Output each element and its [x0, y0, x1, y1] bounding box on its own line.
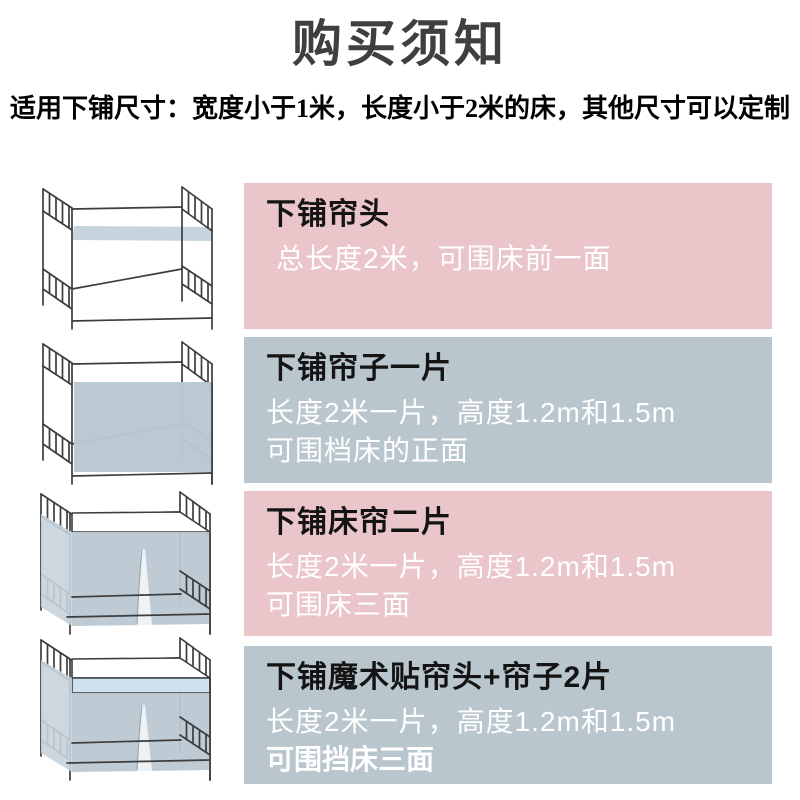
- bunk-bed-frame-icon: [42, 186, 213, 330]
- page-subtitle: 适用下铺尺寸：宽度小于1米，长度小于2米的床，其他尺寸可以定制: [9, 94, 790, 123]
- info-panel-two-piece: 下铺床帘二片 长度2米一片，高度1.2m和1.5m 可围床三面: [244, 491, 772, 636]
- panel-line: 总长度2米，可围床前一面: [276, 243, 612, 274]
- panel-line: 可围档床的正面: [266, 435, 470, 466]
- page-title: 购买须知: [292, 16, 508, 72]
- panel-title: 下铺帘头: [266, 198, 390, 231]
- info-panel-velcro-set: 下铺魔术贴帘头+帘子2片 长度2米一片，高度1.2m和1.5m 可围挡床三面: [244, 646, 772, 784]
- panel-line: 长度2米一片，高度1.2m和1.5m: [266, 706, 677, 737]
- info-panel-valance: 下铺帘头 总长度2米，可围床前一面: [244, 183, 772, 329]
- bunk-bed-three-side-curtain-icon: [40, 491, 211, 635]
- bed-frame-lines: [42, 186, 213, 330]
- upper-bunk-band: [72, 226, 212, 241]
- bunk-bed-front-curtain-icon: [42, 341, 213, 485]
- panel-line: 可围床三面: [266, 589, 412, 620]
- info-panel-one-piece: 下铺帘子一片 长度2米一片，高度1.2m和1.5m 可围档床的正面: [244, 337, 772, 483]
- upper-bunk-top: [71, 657, 211, 679]
- panel-line: 长度2米一片，高度1.2m和1.5m: [266, 397, 677, 428]
- bunk-bed-valance-curtain-icon: [40, 637, 211, 781]
- panel-line: 可围挡床三面: [266, 744, 435, 775]
- front-curtain-panel: [74, 382, 212, 472]
- rails-over-curtain: [66, 531, 211, 635]
- upper-bunk-top: [71, 511, 211, 533]
- panel-line: 长度2米一片，高度1.2m和1.5m: [266, 551, 677, 582]
- side-curtain-panel: [41, 660, 72, 772]
- valance-band: [71, 677, 211, 694]
- panel-title: 下铺魔术贴帘头+帘子2片: [266, 661, 613, 694]
- panel-title: 下铺帘子一片: [266, 352, 452, 385]
- side-curtain-panel: [41, 514, 72, 626]
- panel-title: 下铺床帘二片: [266, 506, 452, 539]
- rails-over-curtain: [66, 677, 211, 781]
- curtain-split-line: [136, 548, 143, 625]
